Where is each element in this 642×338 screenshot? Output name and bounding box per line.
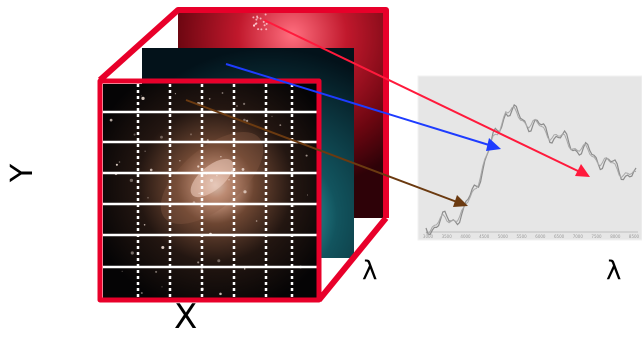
star bbox=[144, 150, 146, 152]
star bbox=[228, 179, 230, 181]
star bbox=[255, 220, 258, 222]
star bbox=[198, 192, 200, 194]
arrow-red bbox=[263, 19, 581, 173]
arrow-brown bbox=[185, 99, 458, 203]
star bbox=[236, 105, 238, 107]
star bbox=[245, 119, 249, 123]
star bbox=[217, 259, 221, 263]
spectrum-tick-label: 5500 bbox=[517, 234, 528, 239]
star bbox=[109, 118, 113, 122]
spectrum-tick-label: 4500 bbox=[479, 234, 490, 239]
star bbox=[140, 291, 143, 295]
star bbox=[129, 178, 134, 183]
spectrum-tick-label: 3000 bbox=[423, 234, 434, 239]
star bbox=[220, 156, 222, 158]
star bbox=[161, 245, 165, 250]
star bbox=[133, 133, 136, 136]
star bbox=[255, 18, 258, 21]
star bbox=[197, 261, 200, 264]
star bbox=[305, 154, 308, 157]
spectrum-tick-label: 3500 bbox=[442, 234, 453, 239]
star bbox=[293, 205, 295, 207]
spectrum-curve bbox=[425, 103, 637, 236]
star bbox=[263, 24, 266, 27]
star bbox=[279, 124, 282, 127]
spectrum-curve-secondary bbox=[425, 106, 637, 235]
star bbox=[243, 268, 246, 270]
star bbox=[130, 251, 134, 255]
pixel-grid bbox=[103, 84, 318, 299]
star bbox=[243, 102, 246, 105]
arrow-blue-head bbox=[486, 138, 501, 151]
cube-frame-front bbox=[97, 78, 389, 303]
spectrum-tick-label: 4000 bbox=[460, 234, 471, 239]
star bbox=[155, 270, 158, 273]
star bbox=[271, 115, 273, 118]
star bbox=[174, 93, 176, 95]
star bbox=[140, 95, 142, 97]
star bbox=[221, 92, 224, 94]
star bbox=[306, 194, 309, 196]
x-axis-label: X bbox=[174, 297, 198, 337]
star bbox=[259, 17, 262, 20]
star bbox=[219, 292, 222, 296]
spectrum-tick-label: 5000 bbox=[498, 234, 509, 239]
star bbox=[200, 268, 203, 271]
spectrum-panel: 3000 3500 4000 4500 5000 5500 6000 6500 7000 7500… bbox=[417, 75, 642, 241]
spectrum-tick-label: 8000 bbox=[610, 234, 621, 239]
star bbox=[265, 28, 268, 31]
star bbox=[115, 163, 118, 166]
star bbox=[118, 161, 121, 163]
star bbox=[252, 16, 255, 19]
star bbox=[255, 22, 258, 25]
star bbox=[179, 160, 181, 162]
star bbox=[206, 139, 209, 142]
spectrum-tick-label: 8500 bbox=[629, 234, 640, 239]
star bbox=[264, 13, 267, 16]
spectrum-tick-label: 6500 bbox=[554, 234, 565, 239]
spectrum-tick-label: 7500 bbox=[591, 234, 602, 239]
star bbox=[216, 175, 218, 177]
star bbox=[143, 224, 146, 226]
spectrum-tick-label: 6000 bbox=[535, 234, 546, 239]
arrow-red-head bbox=[575, 164, 590, 177]
star bbox=[197, 165, 200, 168]
star bbox=[257, 28, 260, 31]
star bbox=[260, 28, 263, 31]
spectrum-ticks: 3000 3500 4000 4500 5000 5500 6000 6500 7000 7500… bbox=[423, 234, 640, 239]
star bbox=[241, 168, 245, 171]
arrow-brown-head bbox=[453, 195, 468, 207]
star bbox=[208, 97, 211, 100]
star bbox=[147, 196, 149, 199]
star bbox=[141, 96, 145, 101]
star bbox=[256, 15, 259, 18]
star bbox=[253, 24, 256, 27]
spectrum-tick-label: 7000 bbox=[573, 234, 584, 239]
star bbox=[265, 22, 268, 25]
cube-lambda-label: λ bbox=[362, 256, 378, 286]
star bbox=[121, 270, 123, 272]
star bbox=[243, 190, 247, 194]
spectrum-lambda-label: λ bbox=[606, 256, 622, 286]
y-axis-label: Y bbox=[5, 163, 41, 183]
star bbox=[190, 133, 192, 136]
arrow-blue bbox=[225, 63, 490, 146]
star bbox=[209, 178, 214, 182]
star bbox=[149, 168, 153, 172]
arrows bbox=[185, 19, 590, 207]
star bbox=[160, 135, 163, 139]
star bbox=[161, 286, 163, 288]
